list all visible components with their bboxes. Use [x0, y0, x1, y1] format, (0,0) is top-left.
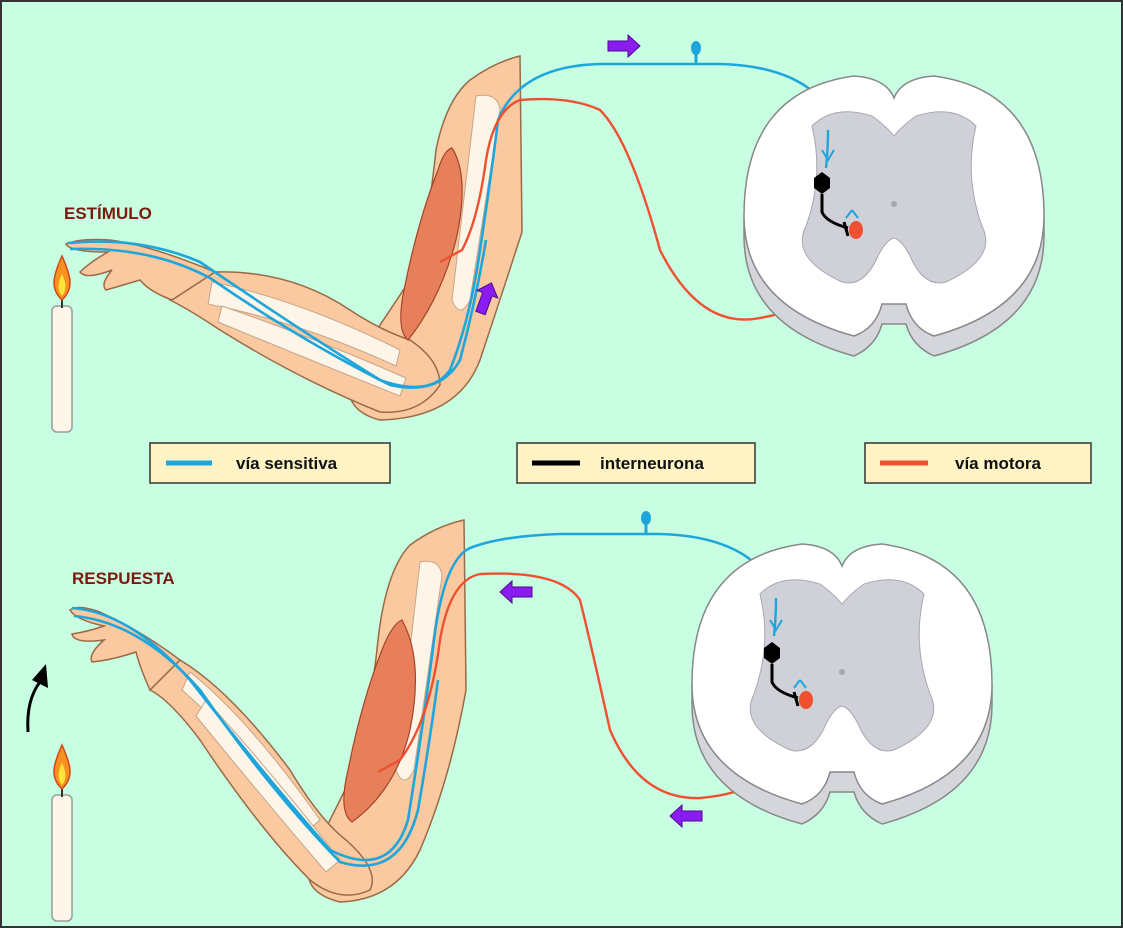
- spinal-cord-bottom: [692, 544, 992, 824]
- legend-label-interneuron: interneurona: [600, 454, 704, 473]
- candle-icon: [52, 256, 72, 432]
- response-label: RESPUESTA: [72, 569, 175, 588]
- legend-label-sensory: vía sensitiva: [236, 454, 338, 473]
- spinal-cord: [744, 76, 1044, 356]
- legend-item-sensory: vía sensitiva: [150, 443, 390, 483]
- stimulus-label: ESTÍMULO: [64, 204, 152, 223]
- legend-item-interneuron: interneurona: [517, 443, 755, 483]
- legend-item-motor: vía motora: [865, 443, 1091, 483]
- legend: vía sensitiva interneurona vía motora: [150, 443, 1091, 483]
- legend-label-motor: vía motora: [955, 454, 1042, 473]
- candle-icon-bottom: [52, 745, 72, 921]
